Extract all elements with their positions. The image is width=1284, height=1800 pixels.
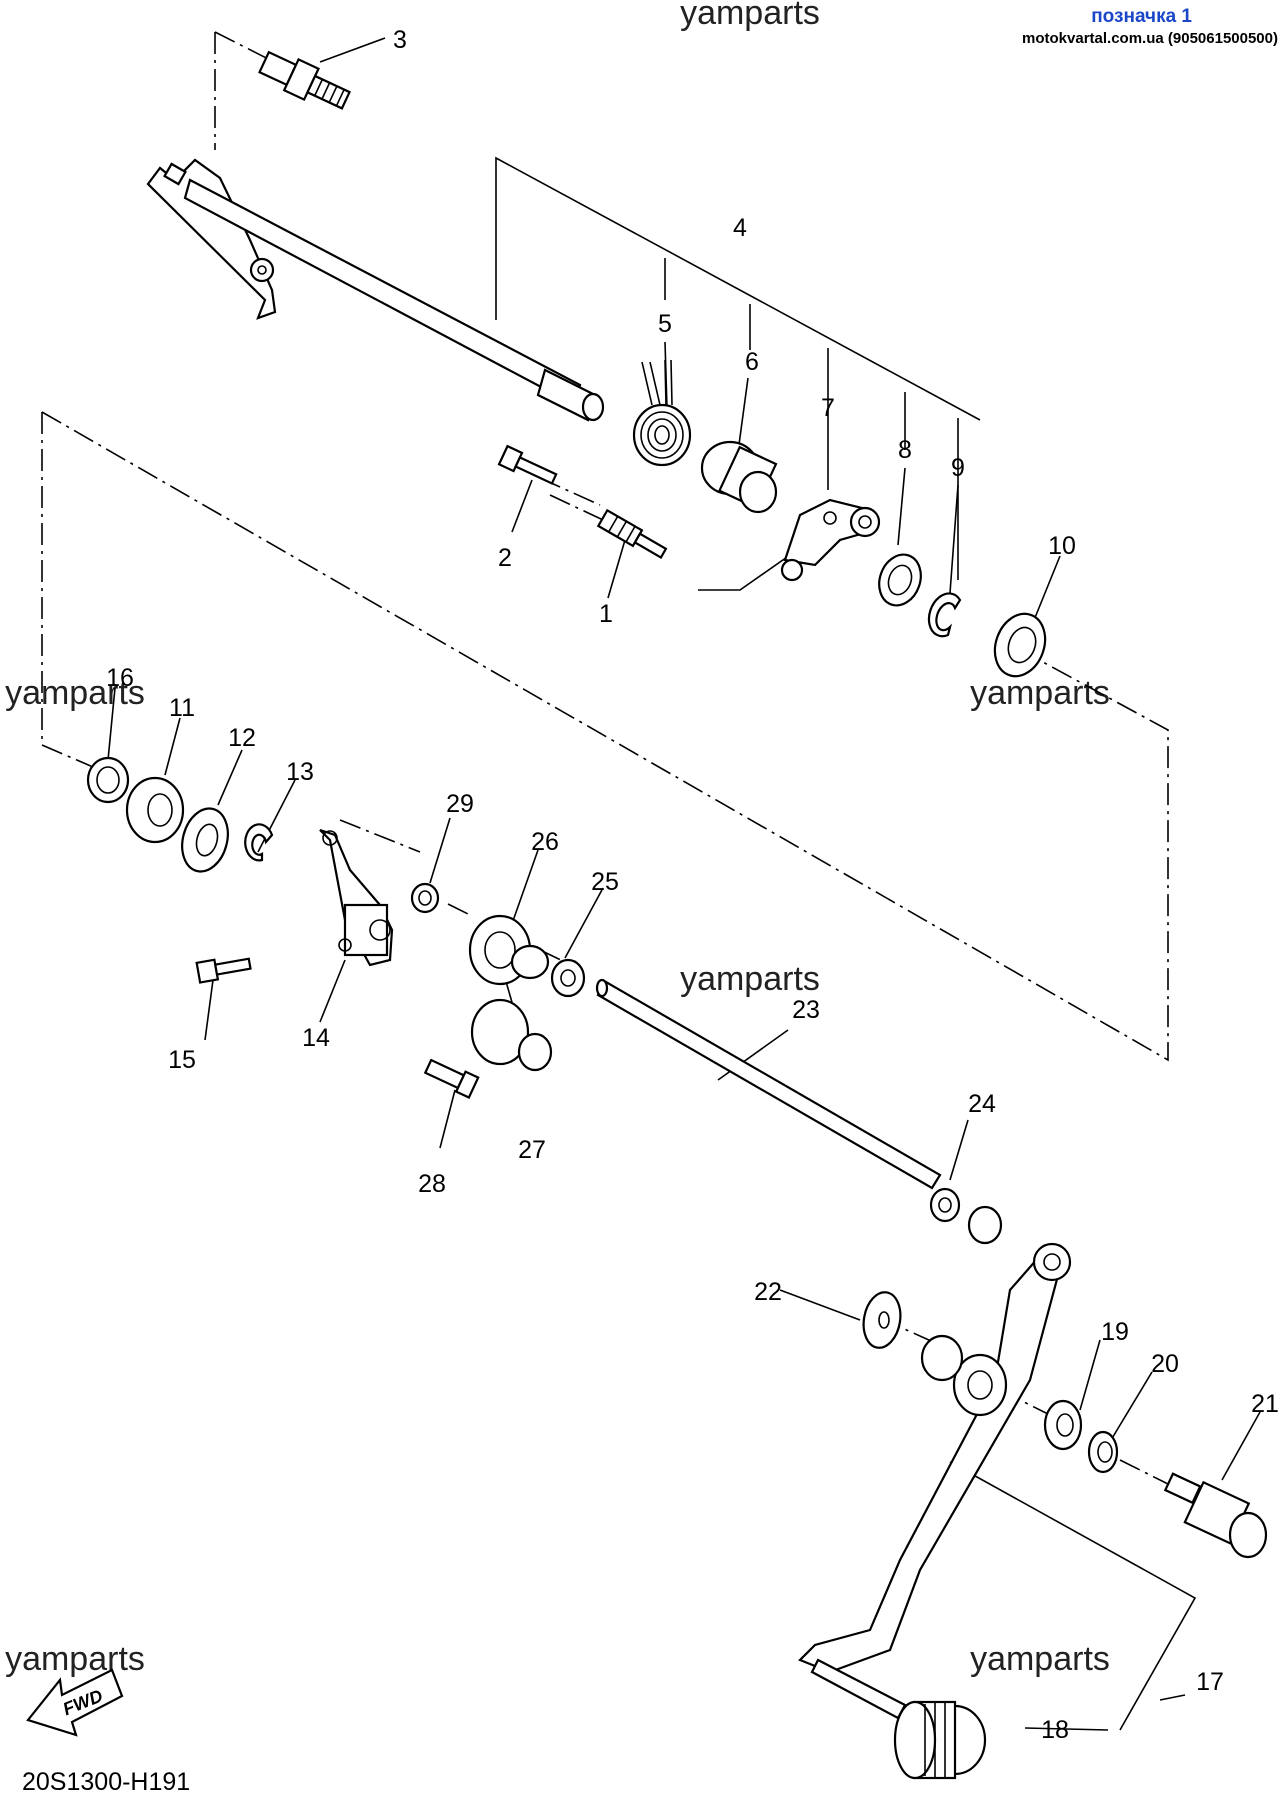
diagram-code: 20S1300-H191 bbox=[22, 1768, 190, 1796]
callout-23: 23 bbox=[792, 996, 820, 1024]
watermark: yamparts bbox=[680, 960, 820, 998]
leader-lines bbox=[107, 37, 1261, 1731]
callout-16: 16 bbox=[106, 664, 134, 692]
callout-4: 4 bbox=[733, 214, 747, 242]
callout-22: 22 bbox=[754, 1278, 782, 1306]
part-22-washer bbox=[862, 1291, 902, 1349]
part-17-shift-pedal bbox=[798, 1205, 1072, 1720]
callout-13: 13 bbox=[286, 758, 314, 786]
part-8-washer bbox=[878, 553, 922, 607]
part-1-pin bbox=[596, 508, 668, 559]
callout-21: 21 bbox=[1251, 1390, 1279, 1418]
callout-6: 6 bbox=[745, 348, 759, 376]
part-10-washer bbox=[993, 612, 1047, 678]
callout-2: 2 bbox=[498, 544, 512, 572]
watermark: yamparts bbox=[680, 0, 820, 32]
callout-17: 17 bbox=[1196, 1668, 1224, 1696]
part-21-pivot-bolt bbox=[1163, 1472, 1268, 1559]
callout-11: 11 bbox=[169, 694, 195, 722]
callout-18: 18 bbox=[1041, 1716, 1069, 1744]
part-23-shift-rod bbox=[595, 978, 942, 1190]
assembly-lines bbox=[41, 31, 1171, 1486]
callout-12: 12 bbox=[228, 724, 256, 752]
part-29-collar bbox=[410, 882, 440, 914]
part-3-bolt bbox=[258, 50, 352, 110]
watermark: yamparts bbox=[5, 1640, 145, 1678]
callout-28: 28 bbox=[418, 1170, 446, 1198]
callout-1: 1 bbox=[599, 600, 613, 628]
part-14-shift-lever bbox=[319, 828, 394, 967]
callout-26: 26 bbox=[531, 828, 559, 856]
part-4-shift-shaft bbox=[146, 158, 605, 422]
part-24-nut bbox=[929, 1187, 961, 1223]
callout-numbers: 1 2 3 4 5 6 7 8 9 10 11 12 13 14 15 16 1… bbox=[106, 26, 1279, 1744]
part-26-rod-end bbox=[468, 914, 550, 986]
watermark: yamparts bbox=[970, 674, 1110, 712]
callout-8: 8 bbox=[898, 436, 912, 464]
part-25-nut bbox=[550, 958, 586, 998]
part-19-washer bbox=[1043, 1399, 1083, 1451]
part-11-seal bbox=[125, 776, 185, 844]
part-9-circlip bbox=[927, 592, 962, 638]
header-link[interactable]: позначка 1 bbox=[1091, 6, 1192, 27]
part-16-bearing bbox=[86, 756, 130, 804]
part-28-bolt bbox=[423, 1058, 480, 1099]
callout-3: 3 bbox=[393, 26, 407, 54]
callout-27: 27 bbox=[518, 1136, 546, 1164]
bracket-lines bbox=[495, 156, 1197, 1731]
fwd-arrow-icon: FWD bbox=[26, 1668, 124, 1737]
part-15-bolt bbox=[195, 957, 252, 984]
callout-25: 25 bbox=[591, 868, 619, 896]
part-12-washer bbox=[181, 807, 229, 873]
watermark: yamparts bbox=[5, 674, 145, 712]
callout-9: 9 bbox=[951, 454, 965, 482]
part-6-collar bbox=[700, 440, 778, 514]
callout-10: 10 bbox=[1048, 532, 1076, 560]
watermarks: yamparts yamparts yamparts yamparts yamp… bbox=[5, 0, 1110, 1678]
callout-7: 7 bbox=[821, 394, 835, 422]
callout-19: 19 bbox=[1101, 1318, 1129, 1346]
callout-24: 24 bbox=[968, 1090, 996, 1118]
part-2-bolt bbox=[497, 444, 558, 485]
watermark: yamparts bbox=[970, 1640, 1110, 1678]
callout-5: 5 bbox=[658, 310, 672, 338]
callout-29: 29 bbox=[446, 790, 474, 818]
callout-14: 14 bbox=[302, 1024, 330, 1052]
part-13-circlip bbox=[244, 823, 274, 862]
site-caption: motokvartal.com.ua (905061500500) bbox=[1022, 30, 1278, 47]
callout-15: 15 bbox=[168, 1046, 196, 1074]
part-7-shift-arm bbox=[780, 498, 881, 582]
part-5-spring bbox=[632, 359, 692, 467]
callout-20: 20 bbox=[1151, 1350, 1179, 1378]
part-20-circlip bbox=[1087, 1430, 1119, 1474]
part-18-footrest-rubber bbox=[893, 1700, 987, 1780]
part-27-cover bbox=[470, 998, 553, 1072]
